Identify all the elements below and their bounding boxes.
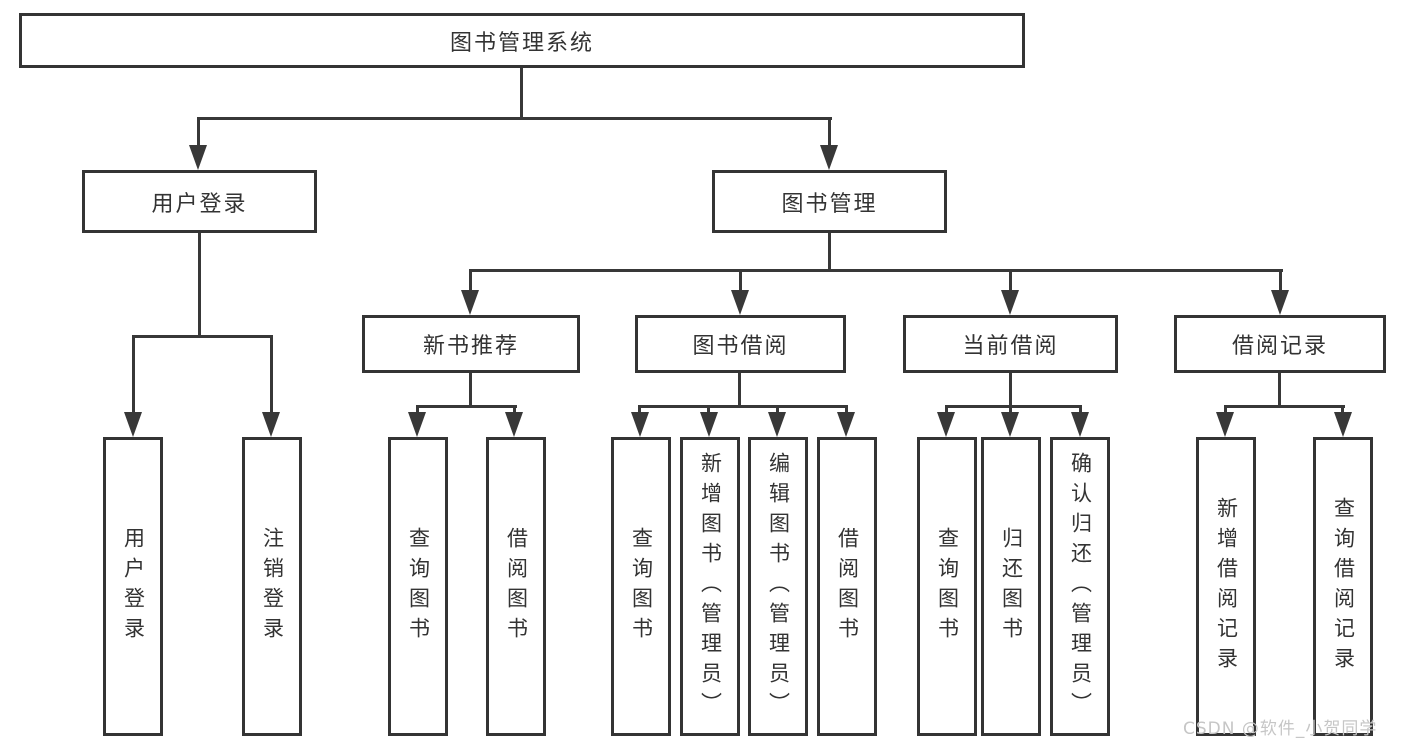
connector-line	[513, 405, 516, 413]
arrow-down-icon	[837, 412, 855, 437]
leaf-query-books-3: 查询图书	[917, 437, 977, 736]
node-book-borrow: 图书借阅	[635, 315, 846, 373]
leaf-query-borrow-record-label: 查询借阅记录	[1331, 496, 1356, 677]
connector-line	[707, 405, 710, 413]
node-book-borrow-label: 图书借阅	[692, 334, 789, 359]
leaf-borrow-books-1-label: 借阅图书	[504, 526, 529, 647]
arrow-down-icon	[1334, 412, 1352, 437]
arrow-down-icon	[461, 290, 479, 315]
connector-line	[1009, 269, 1012, 291]
connector-line	[845, 405, 848, 413]
connector-line	[132, 335, 273, 338]
arrow-down-icon	[1001, 290, 1019, 315]
leaf-return-books-label: 归还图书	[999, 526, 1024, 647]
leaf-query-borrow-record: 查询借阅记录	[1313, 437, 1373, 736]
connector-line	[270, 335, 273, 413]
node-book-management-label: 图书管理	[781, 191, 878, 217]
leaf-query-books-1-label: 查询图书	[406, 526, 431, 647]
arrow-down-icon	[937, 412, 955, 437]
arrow-down-icon	[1001, 412, 1019, 437]
node-current-borrow: 当前借阅	[903, 315, 1118, 373]
arrow-down-icon	[820, 145, 838, 170]
connector-line	[469, 269, 472, 291]
leaf-borrow-books-2: 借阅图书	[817, 437, 877, 736]
arrow-down-icon	[124, 412, 142, 437]
arrow-down-icon	[189, 145, 207, 170]
leaf-edit-books-admin: 编辑图书（管理员）	[748, 437, 808, 736]
arrow-down-icon	[408, 412, 426, 437]
leaf-query-books-2: 查询图书	[611, 437, 671, 736]
arrow-down-icon	[1216, 412, 1234, 437]
connector-line	[416, 405, 419, 413]
arrow-down-icon	[768, 412, 786, 437]
node-user-login: 用户登录	[82, 170, 317, 233]
connector-line	[416, 405, 517, 408]
connector-line	[1009, 373, 1012, 408]
leaf-add-borrow-record-label: 新增借阅记录	[1214, 496, 1239, 677]
connector-line	[197, 117, 832, 120]
leaf-return-books: 归还图书	[981, 437, 1041, 736]
connector-line	[1224, 405, 1227, 413]
node-user-login-label: 用户登录	[151, 191, 248, 217]
connector-line	[945, 405, 948, 413]
connector-line	[638, 405, 641, 413]
connector-line	[469, 269, 1283, 272]
leaf-edit-books-admin-label: 编辑图书（管理员）	[766, 451, 791, 722]
connector-line	[1278, 373, 1281, 408]
connector-line	[1341, 405, 1344, 413]
arrow-down-icon	[631, 412, 649, 437]
node-current-borrow-label: 当前借阅	[962, 334, 1059, 359]
leaf-confirm-return-admin: 确认归还（管理员）	[1050, 437, 1110, 736]
arrow-down-icon	[505, 412, 523, 437]
leaf-logout: 注销登录	[242, 437, 302, 736]
csdn-watermark: CSDN @软件_小贺同学	[1183, 719, 1378, 739]
leaf-confirm-return-admin-label: 确认归还（管理员）	[1068, 451, 1093, 722]
arrow-down-icon	[1071, 412, 1089, 437]
leaf-query-books-3-label: 查询图书	[935, 526, 960, 647]
leaf-user-login: 用户登录	[103, 437, 163, 736]
node-new-book-recommend-label: 新书推荐	[422, 334, 519, 359]
arrow-down-icon	[700, 412, 718, 437]
node-borrow-records: 借阅记录	[1174, 315, 1386, 373]
connector-line	[1224, 405, 1345, 408]
connector-line	[738, 373, 741, 408]
connector-line	[739, 269, 742, 291]
leaf-add-books-admin-label: 新增图书（管理员）	[698, 451, 723, 722]
connector-line	[638, 405, 848, 408]
node-book-management: 图书管理	[712, 170, 947, 233]
leaf-query-books-2-label: 查询图书	[629, 526, 654, 647]
connector-line	[198, 233, 201, 338]
connector-line	[828, 233, 831, 272]
node-library-system: 图书管理系统	[19, 13, 1025, 68]
connector-line	[1009, 405, 1012, 413]
leaf-user-login-label: 用户登录	[121, 526, 146, 647]
leaf-query-books-1: 查询图书	[388, 437, 448, 736]
leaf-borrow-books-2-label: 借阅图书	[835, 526, 860, 647]
arrow-down-icon	[731, 290, 749, 315]
connector-line	[776, 405, 779, 413]
arrow-down-icon	[1271, 290, 1289, 315]
connector-line	[828, 117, 831, 147]
leaf-borrow-books-1: 借阅图书	[486, 437, 546, 736]
connector-line	[520, 68, 523, 120]
connector-line	[132, 335, 135, 413]
leaf-logout-label: 注销登录	[260, 526, 285, 647]
node-library-system-label: 图书管理系统	[449, 30, 594, 56]
leaf-add-books-admin: 新增图书（管理员）	[680, 437, 740, 736]
connector-line	[945, 405, 1082, 408]
connector-line	[469, 373, 472, 408]
node-borrow-records-label: 借阅记录	[1231, 334, 1328, 359]
connector-line	[197, 117, 200, 147]
node-new-book-recommend: 新书推荐	[362, 315, 580, 373]
connector-line	[1079, 405, 1082, 413]
leaf-add-borrow-record: 新增借阅记录	[1196, 437, 1256, 736]
arrow-down-icon	[262, 412, 280, 437]
connector-line	[1279, 269, 1282, 291]
